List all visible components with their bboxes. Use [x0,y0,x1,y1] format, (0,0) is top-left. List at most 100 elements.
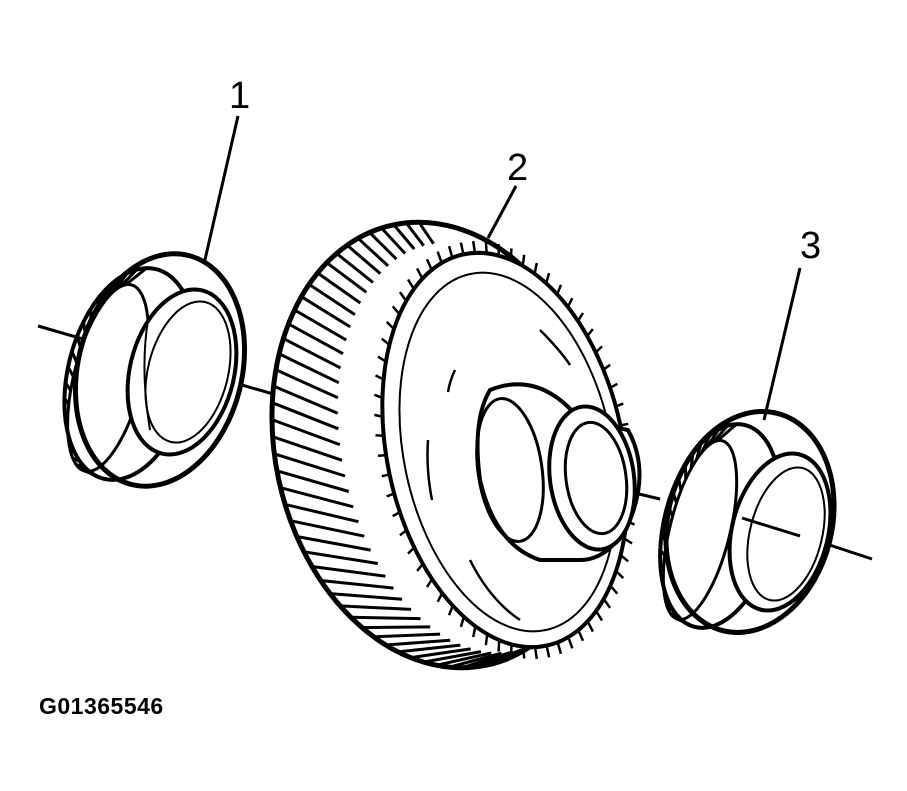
gear-tooth-line [272,435,343,462]
gear-rim-tick [471,626,477,638]
roller-line [82,321,88,337]
roller-line [672,615,688,625]
gear-tooth-line [303,550,379,565]
leader-line-3 [762,267,802,421]
gear-rim-tick [398,291,408,302]
gear-rim-tick [586,328,594,337]
gear-rim-tick [381,337,391,346]
roller-line [65,426,70,431]
gear-rim-tick [381,473,390,478]
gear-tooth-line [282,337,342,370]
roller-line [113,272,129,292]
callout-1: 1 [229,75,250,117]
gear-rim-tick [459,242,465,255]
gear-tooth-line [448,651,502,669]
roller-line [677,476,683,492]
gear-tooth-line [417,221,435,245]
figure-id: G01365546 [39,693,164,719]
gear-rim-tick [577,629,585,642]
gear-rim-tick [556,641,563,655]
gear-tooth-line [373,632,441,639]
gear-rim-tick [602,363,611,371]
gear-tooth-line [300,295,351,329]
gear-rim-tick [533,646,539,660]
gear-rim-tick [447,245,454,259]
roller-line [95,296,101,314]
roller-line [75,462,88,471]
gear-tooth-line [293,308,347,342]
gear-rim-tick [586,620,595,633]
gear-tooth-line [284,502,359,524]
gear-tooth-line [273,384,339,415]
roller-line [119,268,138,288]
gear-rim-tick [620,422,629,427]
gear-tooth-line [405,221,425,247]
roller-line [666,605,675,612]
gear-rim-tick [533,262,539,274]
gear-tooth-line [340,604,412,611]
gear-tooth-line [350,615,421,621]
roller-line [66,366,75,378]
gear-rim-tick [377,355,387,363]
roller-line [124,267,148,286]
gear-tooth-line [385,638,451,647]
roller-line [70,350,79,364]
roller-line [63,397,71,406]
gear-rim-tick [425,258,433,271]
gear-tooth-line [436,651,492,667]
gear-rim-tick [459,616,466,628]
gear-tooth-line [273,452,346,478]
gear-rim-tick [415,267,424,280]
gear-rim-tick [407,546,416,555]
gear-rim-tick [447,605,454,616]
roller-line [659,549,666,557]
gear-tooth-line [368,231,398,261]
bearing-right [658,409,837,635]
gear-tooth-line [296,535,371,552]
leader-lines [202,115,802,421]
gear-rim-tick [595,610,604,622]
gear-rim-tick [375,433,384,438]
gear-tooth-line [357,237,390,268]
gear-rim-tick [406,278,415,290]
helical-gear [269,219,642,671]
roller-line [711,424,729,444]
gear-rim-tick [544,272,551,284]
gear-rim-tick [576,312,585,322]
roller-line [694,442,703,461]
gear-tooth-line [329,592,403,601]
callout-3: 3 [800,225,821,267]
bearing-left [62,251,248,489]
gear-rim-tick [484,633,489,646]
roller-line [660,576,665,581]
gear-tooth-line [410,647,471,660]
gear-tooth-line [362,625,431,630]
gear-rim-tick [619,554,629,563]
gear-rim-tick [615,570,625,579]
gear-rim-tick [416,563,424,572]
roller-line [69,448,75,454]
gear-rim-tick [484,241,488,254]
gear-rim-tick [566,297,574,308]
gear-rim-tick [374,413,383,418]
gear-tooth-line [474,648,522,669]
gear-tooth-line [316,271,362,305]
gear-tooth-line [320,579,394,590]
gear-tooth-line [397,643,461,654]
roller-line [716,423,738,442]
gear-rim-tick [373,393,383,399]
gear-tooth-line [325,261,368,294]
roller-line [669,611,681,620]
callout-2: 2 [507,147,528,189]
roller-line [689,452,695,470]
gear-tooth-line [287,322,344,356]
leader-line-1 [202,115,240,265]
gear-tooth-line [278,352,340,385]
leader-line-2 [486,185,518,239]
gear-tooth-line [335,252,374,284]
gear-rim-tick [391,305,401,316]
gear-rim-tick [594,345,603,354]
gear-tooth-line [276,469,350,493]
gear-rim-tick [385,321,395,330]
gear-rim-tick [623,537,633,545]
